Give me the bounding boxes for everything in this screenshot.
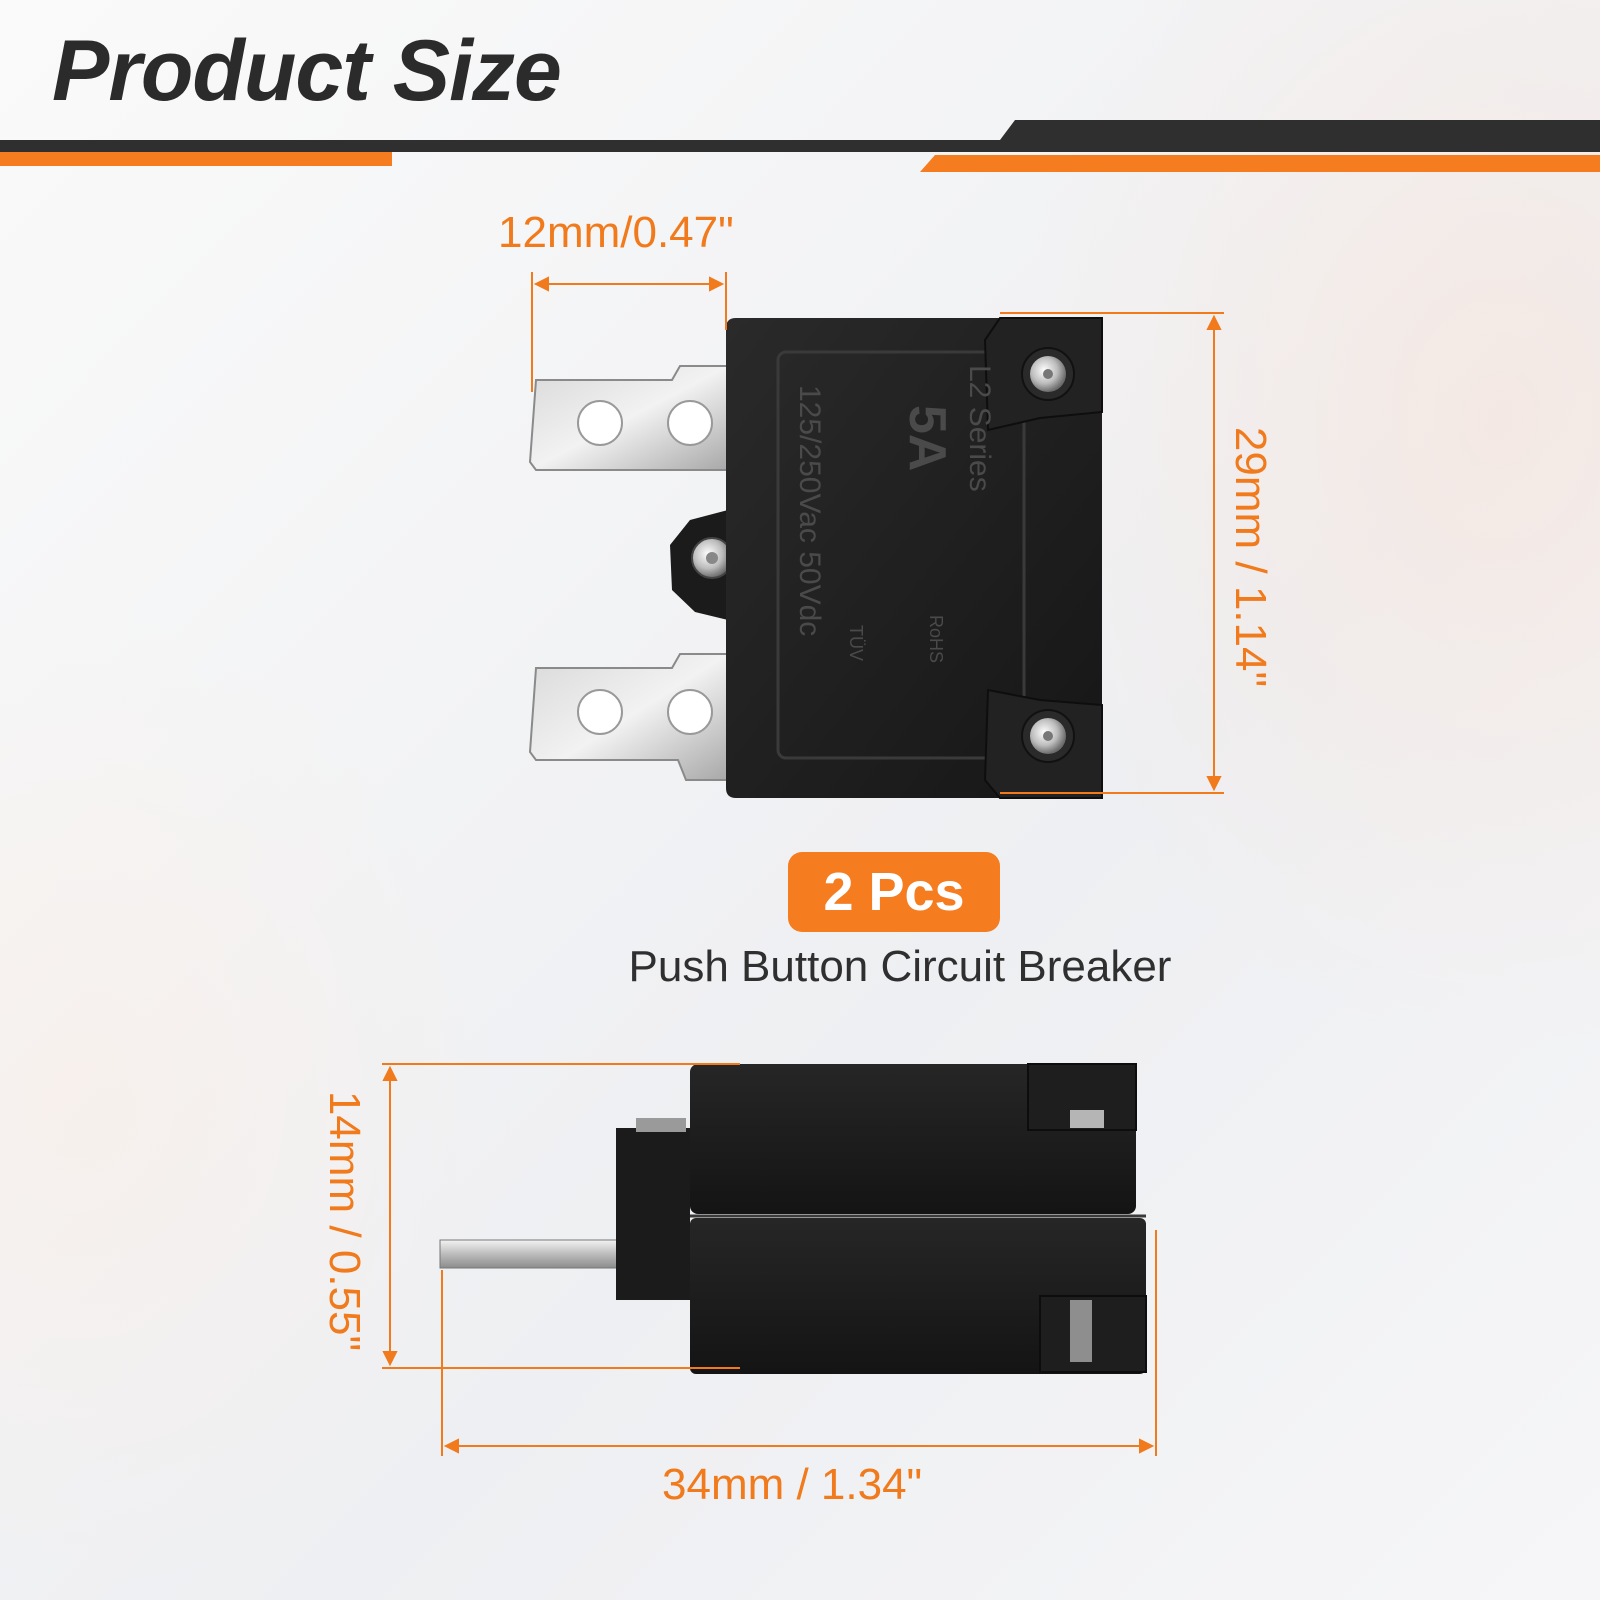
svg-text:125/250Vac 50Vdc: 125/250Vac 50Vdc xyxy=(793,385,826,636)
svg-text:RoHS: RoHS xyxy=(926,615,946,663)
header-stripes xyxy=(0,120,1600,172)
product-name: Push Button Circuit Breaker xyxy=(628,942,1172,991)
svg-text:L2 Series: L2 Series xyxy=(963,365,996,492)
page-title: Product Size xyxy=(52,23,562,119)
length-dimension-label: 34mm / 1.34" xyxy=(662,1460,923,1509)
width-dimension-label: 12mm/0.47" xyxy=(498,208,734,257)
svg-text:5A: 5A xyxy=(898,405,956,471)
svg-text:TÜV: TÜV xyxy=(846,625,866,661)
terminal-lower xyxy=(528,653,729,781)
body-marking: L2 Series 5A 125/250Vac 50Vdc RoHS TÜV xyxy=(793,365,996,663)
quantity-badge: 2 Pcs xyxy=(788,852,1000,932)
side-height-dimension-label: 14mm / 0.55" xyxy=(320,1090,369,1352)
